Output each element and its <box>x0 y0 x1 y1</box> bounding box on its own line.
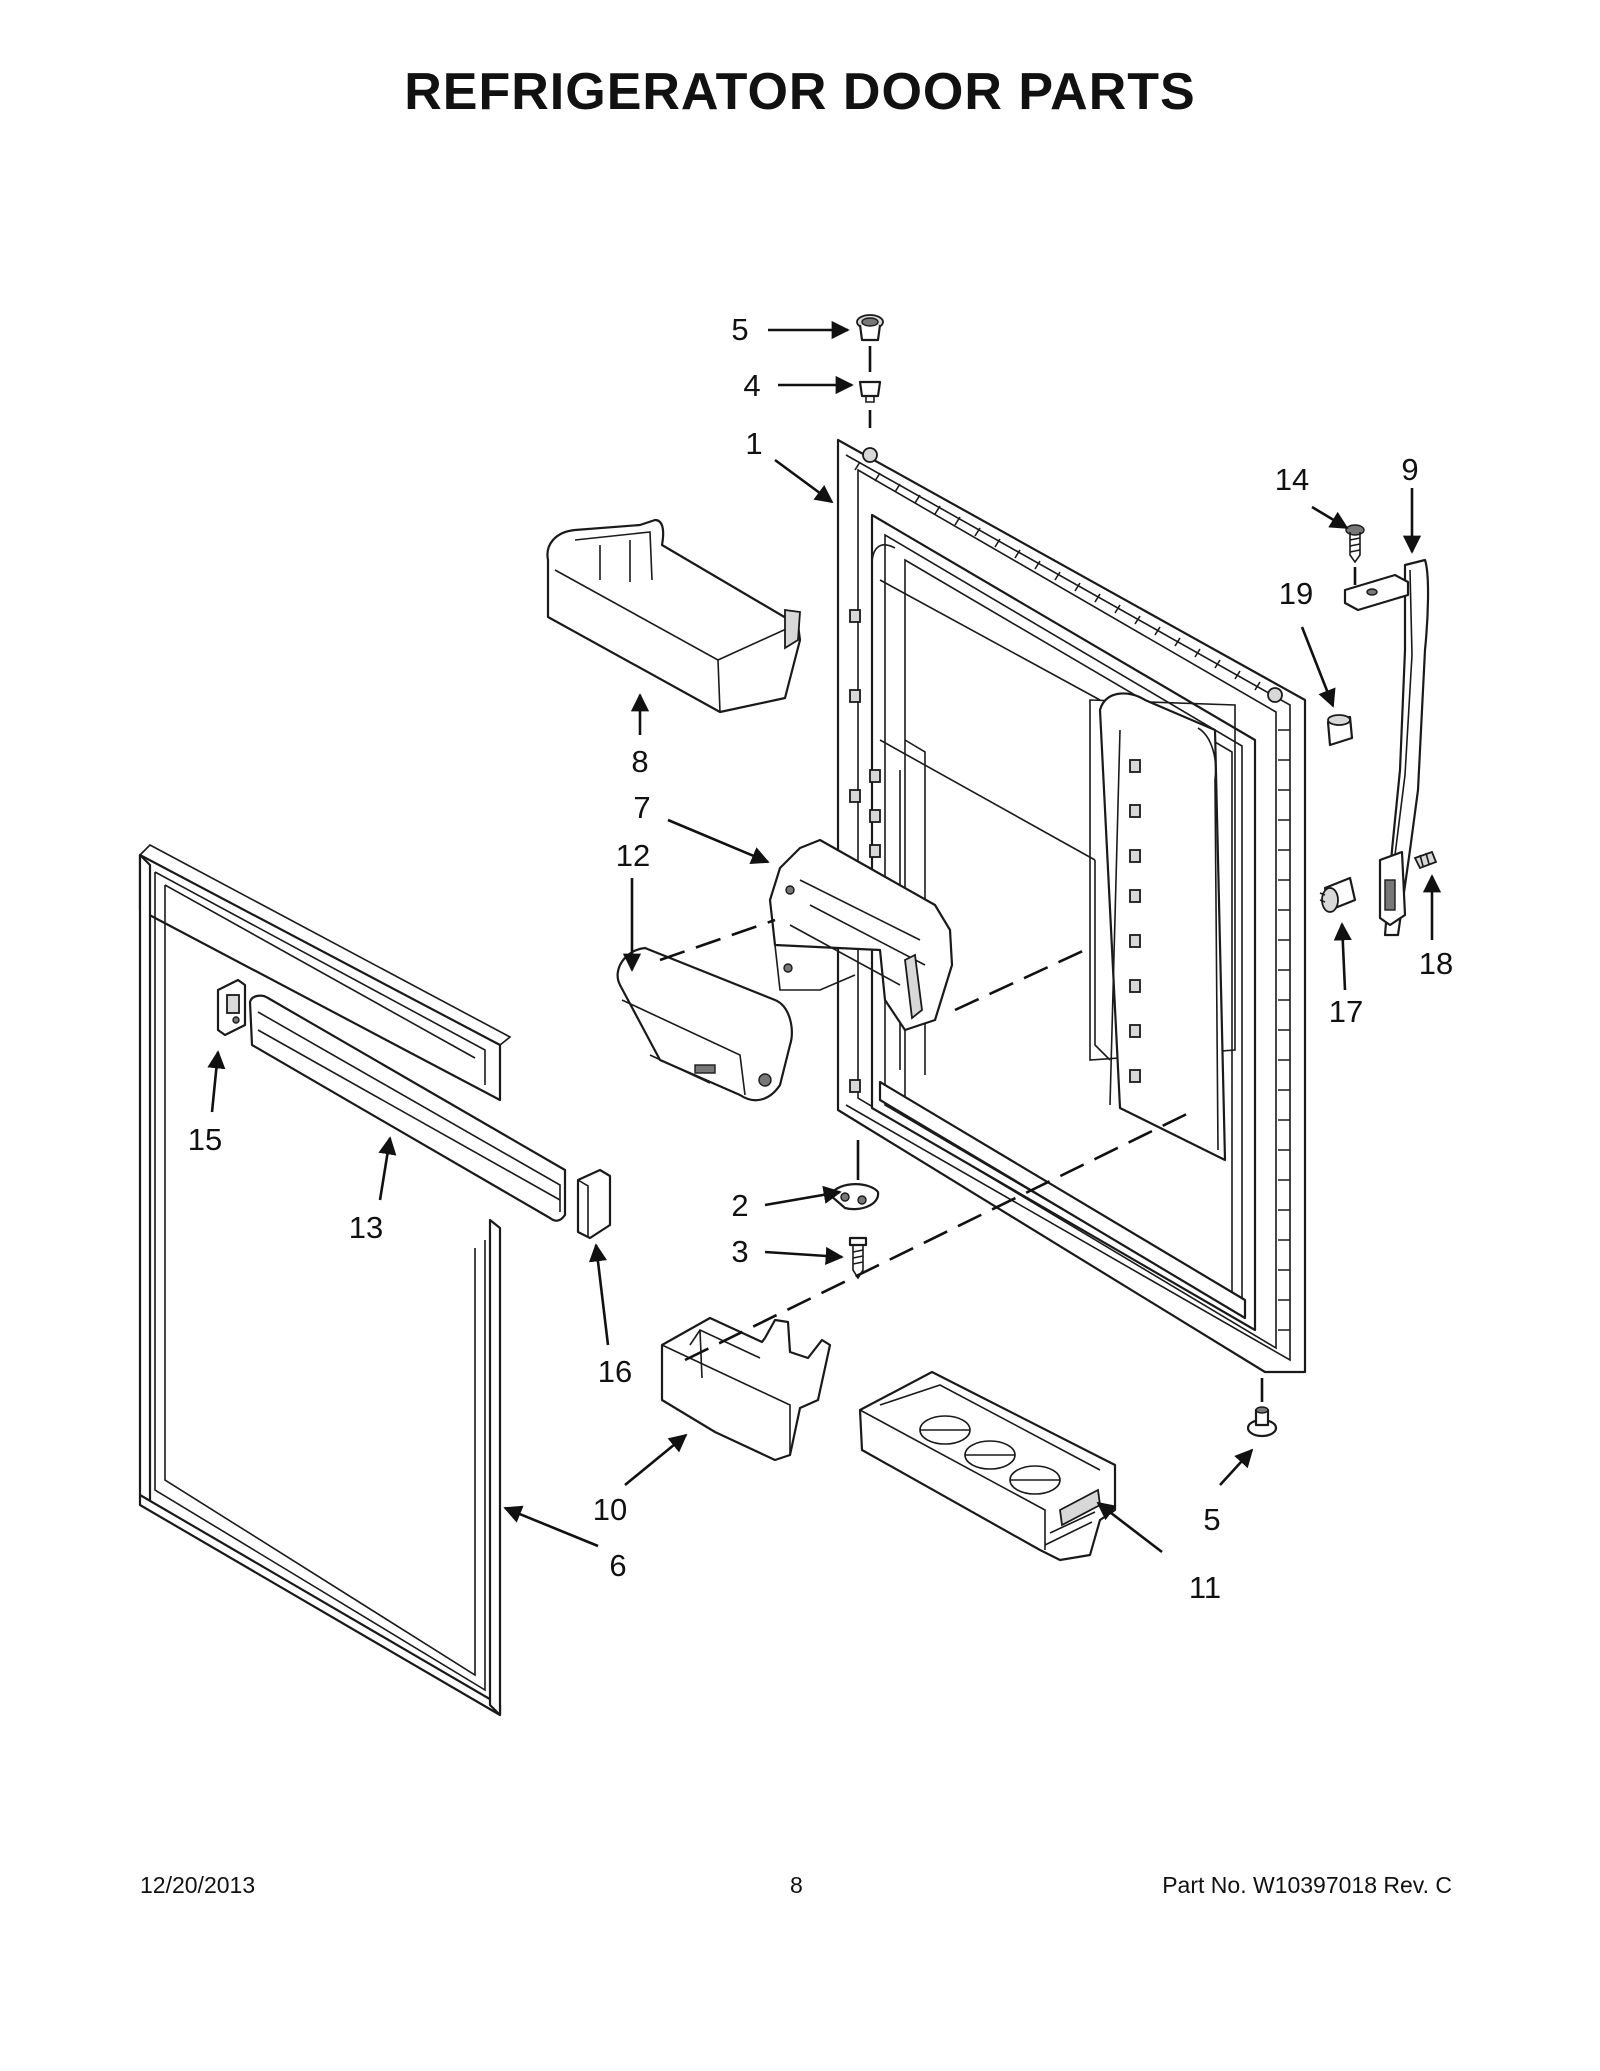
callout-14: 14 <box>1275 462 1309 497</box>
ice-bin-part-11 <box>858 1370 1117 1562</box>
callout-6: 6 <box>609 1548 626 1583</box>
callout-1: 1 <box>745 426 762 461</box>
callout-3: 3 <box>731 1234 748 1269</box>
callout-12: 12 <box>616 838 650 873</box>
callout-17: 17 <box>1329 994 1363 1029</box>
hinge-cap-part-5-top <box>856 314 884 342</box>
callout-2: 2 <box>731 1188 748 1223</box>
door-edge-texture <box>854 461 1290 1331</box>
hinge-cap-part-5-bottom <box>1246 1406 1278 1438</box>
handle-screw-part-14 <box>1345 524 1365 564</box>
door-bin-part-8 <box>546 518 802 714</box>
door-gasket-part-6 <box>138 844 512 1717</box>
footer-part-number: Part No. W10397018 Rev. C <box>1162 1872 1452 1898</box>
callout-labels: 5 4 1 8 7 12 15 13 16 2 3 10 6 11 5 14 9… <box>188 312 1453 1605</box>
hinge-pin-part-4 <box>858 380 882 403</box>
spacer-part-19 <box>1326 714 1354 747</box>
handle-stud-part-17 <box>1319 876 1357 913</box>
page-title: REFRIGERATOR DOOR PARTS <box>404 63 1196 121</box>
callout-5-top: 5 <box>731 312 748 347</box>
callout-8: 8 <box>631 744 648 779</box>
callout-7: 7 <box>633 790 650 825</box>
end-cap-part-15 <box>216 978 247 1037</box>
set-screw-part-18 <box>1413 850 1438 870</box>
callout-9: 9 <box>1401 452 1418 487</box>
door-assembly-part-1 <box>836 438 1307 1374</box>
door-handle-part-9 <box>1378 558 1430 937</box>
dispenser-cover-part-12 <box>616 946 793 1102</box>
footer-page-number: 8 <box>790 1872 803 1898</box>
footer-date: 12/20/2013 <box>140 1872 256 1898</box>
handle-mount-plate <box>1343 573 1410 612</box>
callout-arrows <box>207 320 1442 1554</box>
small-bin-part-10 <box>660 1316 832 1462</box>
callout-15: 15 <box>188 1122 222 1157</box>
callout-11: 11 <box>1189 1570 1221 1605</box>
callout-16: 16 <box>598 1354 632 1389</box>
door-shelf-cleats <box>849 609 1141 1093</box>
callout-13: 13 <box>349 1210 383 1245</box>
callout-19: 19 <box>1279 576 1313 611</box>
hinge-screw-part-3 <box>848 1236 868 1280</box>
callout-5-bottom: 5 <box>1203 1502 1220 1537</box>
callout-4: 4 <box>743 368 760 403</box>
shelf-trim-part-13 <box>248 994 567 1222</box>
assembly-alignment-lines <box>659 918 1196 1362</box>
callout-18: 18 <box>1419 946 1453 981</box>
hinge-bracket-part-2 <box>828 1183 880 1211</box>
dispenser-bracket-part-7 <box>768 838 954 1032</box>
end-cap-part-16 <box>576 1168 612 1240</box>
callout-10: 10 <box>593 1492 627 1527</box>
